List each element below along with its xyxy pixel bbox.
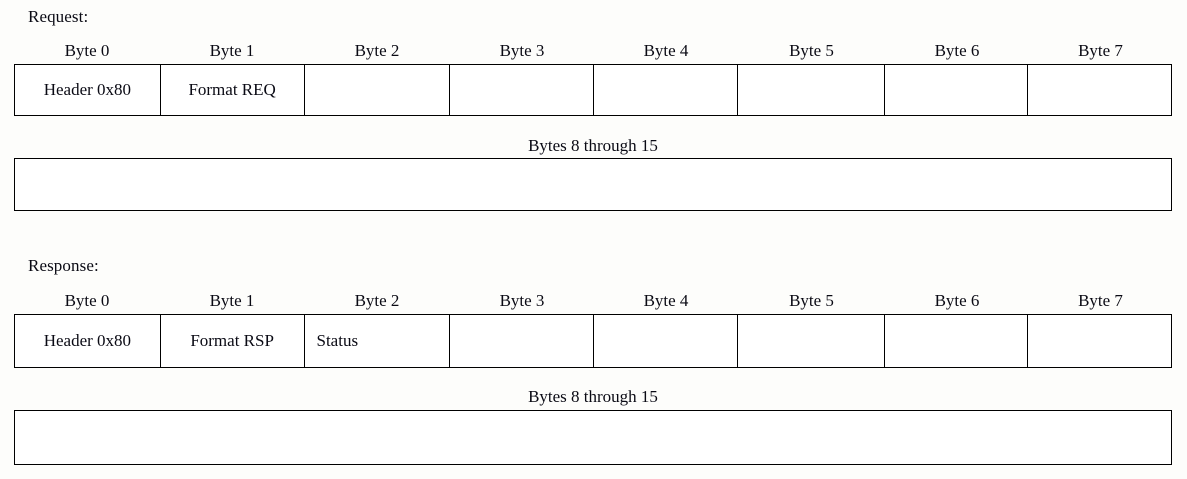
request-cell-byte-5 (738, 65, 885, 115)
response-cell-byte-3 (450, 315, 595, 367)
request-cell-byte-2 (305, 65, 451, 115)
response-byte-header-3: Byte 3 (499, 291, 545, 310)
response-byte-header-1: Byte 1 (209, 291, 255, 310)
request-byte-table: Header 0x80 Format REQ (14, 64, 1172, 116)
response-cell-byte-4 (594, 315, 738, 367)
request-cell-byte-7 (1028, 65, 1171, 115)
request-cell-byte-6 (885, 65, 1029, 115)
request-byte-header-0: Byte 0 (64, 41, 110, 60)
request-cell-byte-1: Format REQ (161, 65, 305, 115)
request-byte-header-3: Byte 3 (499, 41, 545, 60)
response-extension-label: Bytes 8 through 15 (528, 387, 658, 406)
request-byte-header-row: Byte 0 Byte 1 Byte 2 Byte 3 Byte 4 Byte … (14, 40, 1172, 61)
response-cell-byte-5 (738, 315, 885, 367)
response-byte-header-7: Byte 7 (1078, 291, 1123, 310)
response-extension-box (14, 410, 1172, 465)
response-byte-header-0: Byte 0 (64, 291, 110, 310)
request-section-label: Request: (28, 7, 89, 26)
request-byte-header-6: Byte 6 (934, 41, 980, 60)
response-byte-header-4: Byte 4 (643, 291, 689, 310)
response-cell-byte-6 (885, 315, 1029, 367)
response-byte-header-row: Byte 0 Byte 1 Byte 2 Byte 3 Byte 4 Byte … (14, 290, 1172, 311)
response-byte-header-5: Byte 5 (789, 291, 834, 310)
request-byte-header-5: Byte 5 (789, 41, 834, 60)
request-byte-header-4: Byte 4 (643, 41, 689, 60)
request-byte-header-2: Byte 2 (354, 41, 400, 60)
response-byte-header-2: Byte 2 (354, 291, 400, 310)
request-extension-value (15, 159, 1171, 210)
request-byte-header-7: Byte 7 (1078, 41, 1123, 60)
request-byte-header-1: Byte 1 (209, 41, 255, 60)
response-cell-byte-0: Header 0x80 (15, 315, 161, 367)
response-byte-table: Header 0x80 Format RSP Status (14, 314, 1172, 368)
response-cell-byte-2: Status (305, 315, 451, 367)
request-cell-byte-0: Header 0x80 (15, 65, 161, 115)
response-extension-value (15, 411, 1171, 464)
response-section-label: Response: (28, 256, 99, 275)
request-cell-byte-4 (594, 65, 738, 115)
request-extension-label: Bytes 8 through 15 (528, 136, 658, 155)
response-cell-byte-1: Format RSP (161, 315, 305, 367)
response-byte-header-6: Byte 6 (934, 291, 980, 310)
request-extension-box (14, 158, 1172, 211)
response-cell-byte-7 (1028, 315, 1171, 367)
request-cell-byte-3 (450, 65, 594, 115)
